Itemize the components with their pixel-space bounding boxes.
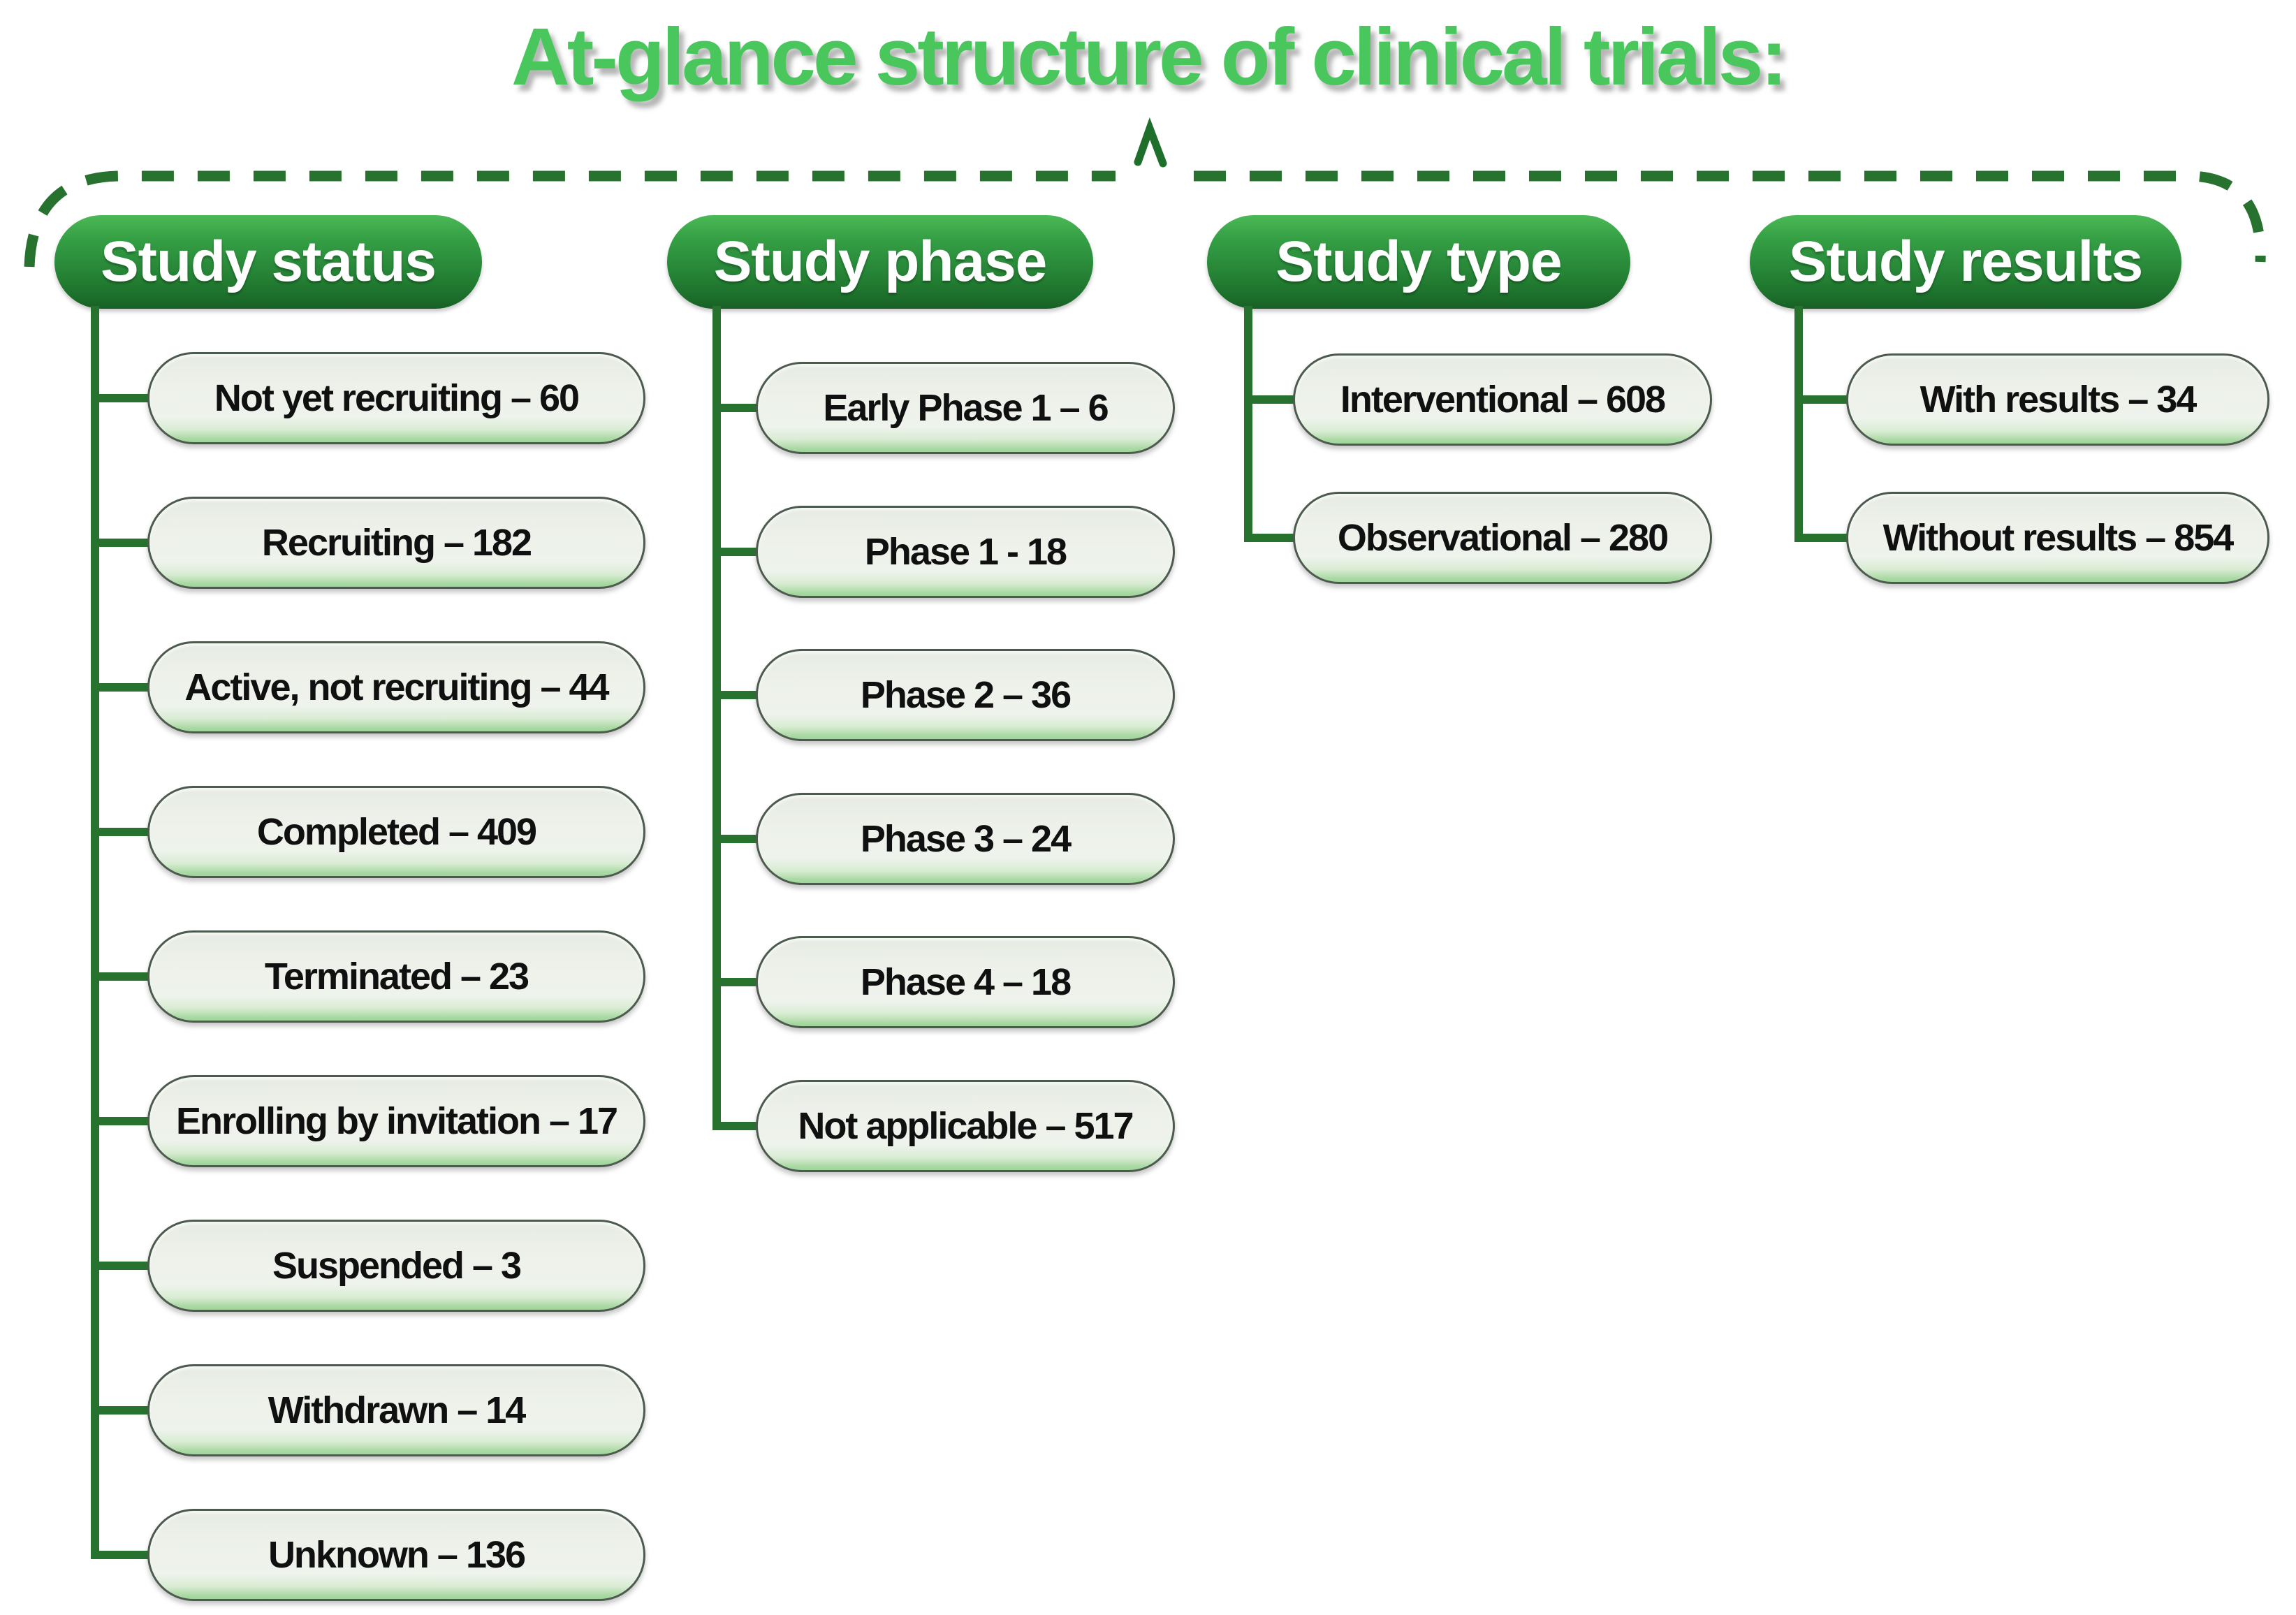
category-pill: Not yet recruiting – 60 bbox=[147, 352, 645, 444]
chevron-up-icon bbox=[1134, 117, 1167, 168]
category-pill: Without results – 854 bbox=[1846, 492, 2269, 584]
tree-vertical-line bbox=[1794, 306, 1803, 542]
category-pill: Suspended – 3 bbox=[147, 1220, 645, 1312]
category-pill: Unknown – 136 bbox=[147, 1509, 645, 1601]
tree-vertical-line bbox=[1244, 306, 1252, 542]
dashed-bracket bbox=[24, 117, 2266, 268]
category-pill: Early Phase 1 – 6 bbox=[756, 362, 1175, 454]
category-pill: Active, not recruiting – 44 bbox=[147, 641, 645, 733]
category-pill: Observational – 280 bbox=[1293, 492, 1712, 584]
category-pill: Completed – 409 bbox=[147, 786, 645, 878]
column-header: Study phase bbox=[667, 215, 1093, 309]
dashed-line-left bbox=[24, 170, 1116, 268]
tree-vertical-line bbox=[712, 306, 721, 1130]
column-header: Study status bbox=[54, 215, 482, 309]
category-pill: Phase 1 - 18 bbox=[756, 506, 1175, 598]
category-pill: Phase 4 – 18 bbox=[756, 936, 1175, 1028]
category-pill: Recruiting – 182 bbox=[147, 497, 645, 589]
category-pill: With results – 34 bbox=[1846, 353, 2269, 446]
category-pill: Interventional – 608 bbox=[1293, 353, 1712, 446]
column-header: Study results bbox=[1750, 215, 2181, 309]
category-pill: Enrolling by invitation – 17 bbox=[147, 1075, 645, 1167]
category-pill: Terminated – 23 bbox=[147, 930, 645, 1023]
column-header: Study type bbox=[1207, 215, 1630, 309]
page-title: At-glance structure of clinical trials: bbox=[511, 11, 1787, 102]
category-pill: Phase 2 – 36 bbox=[756, 649, 1175, 741]
category-pill: Not applicable – 517 bbox=[756, 1080, 1175, 1172]
tree-vertical-line bbox=[91, 306, 99, 1559]
category-pill: Phase 3 – 24 bbox=[756, 793, 1175, 885]
category-pill: Withdrawn – 14 bbox=[147, 1364, 645, 1456]
